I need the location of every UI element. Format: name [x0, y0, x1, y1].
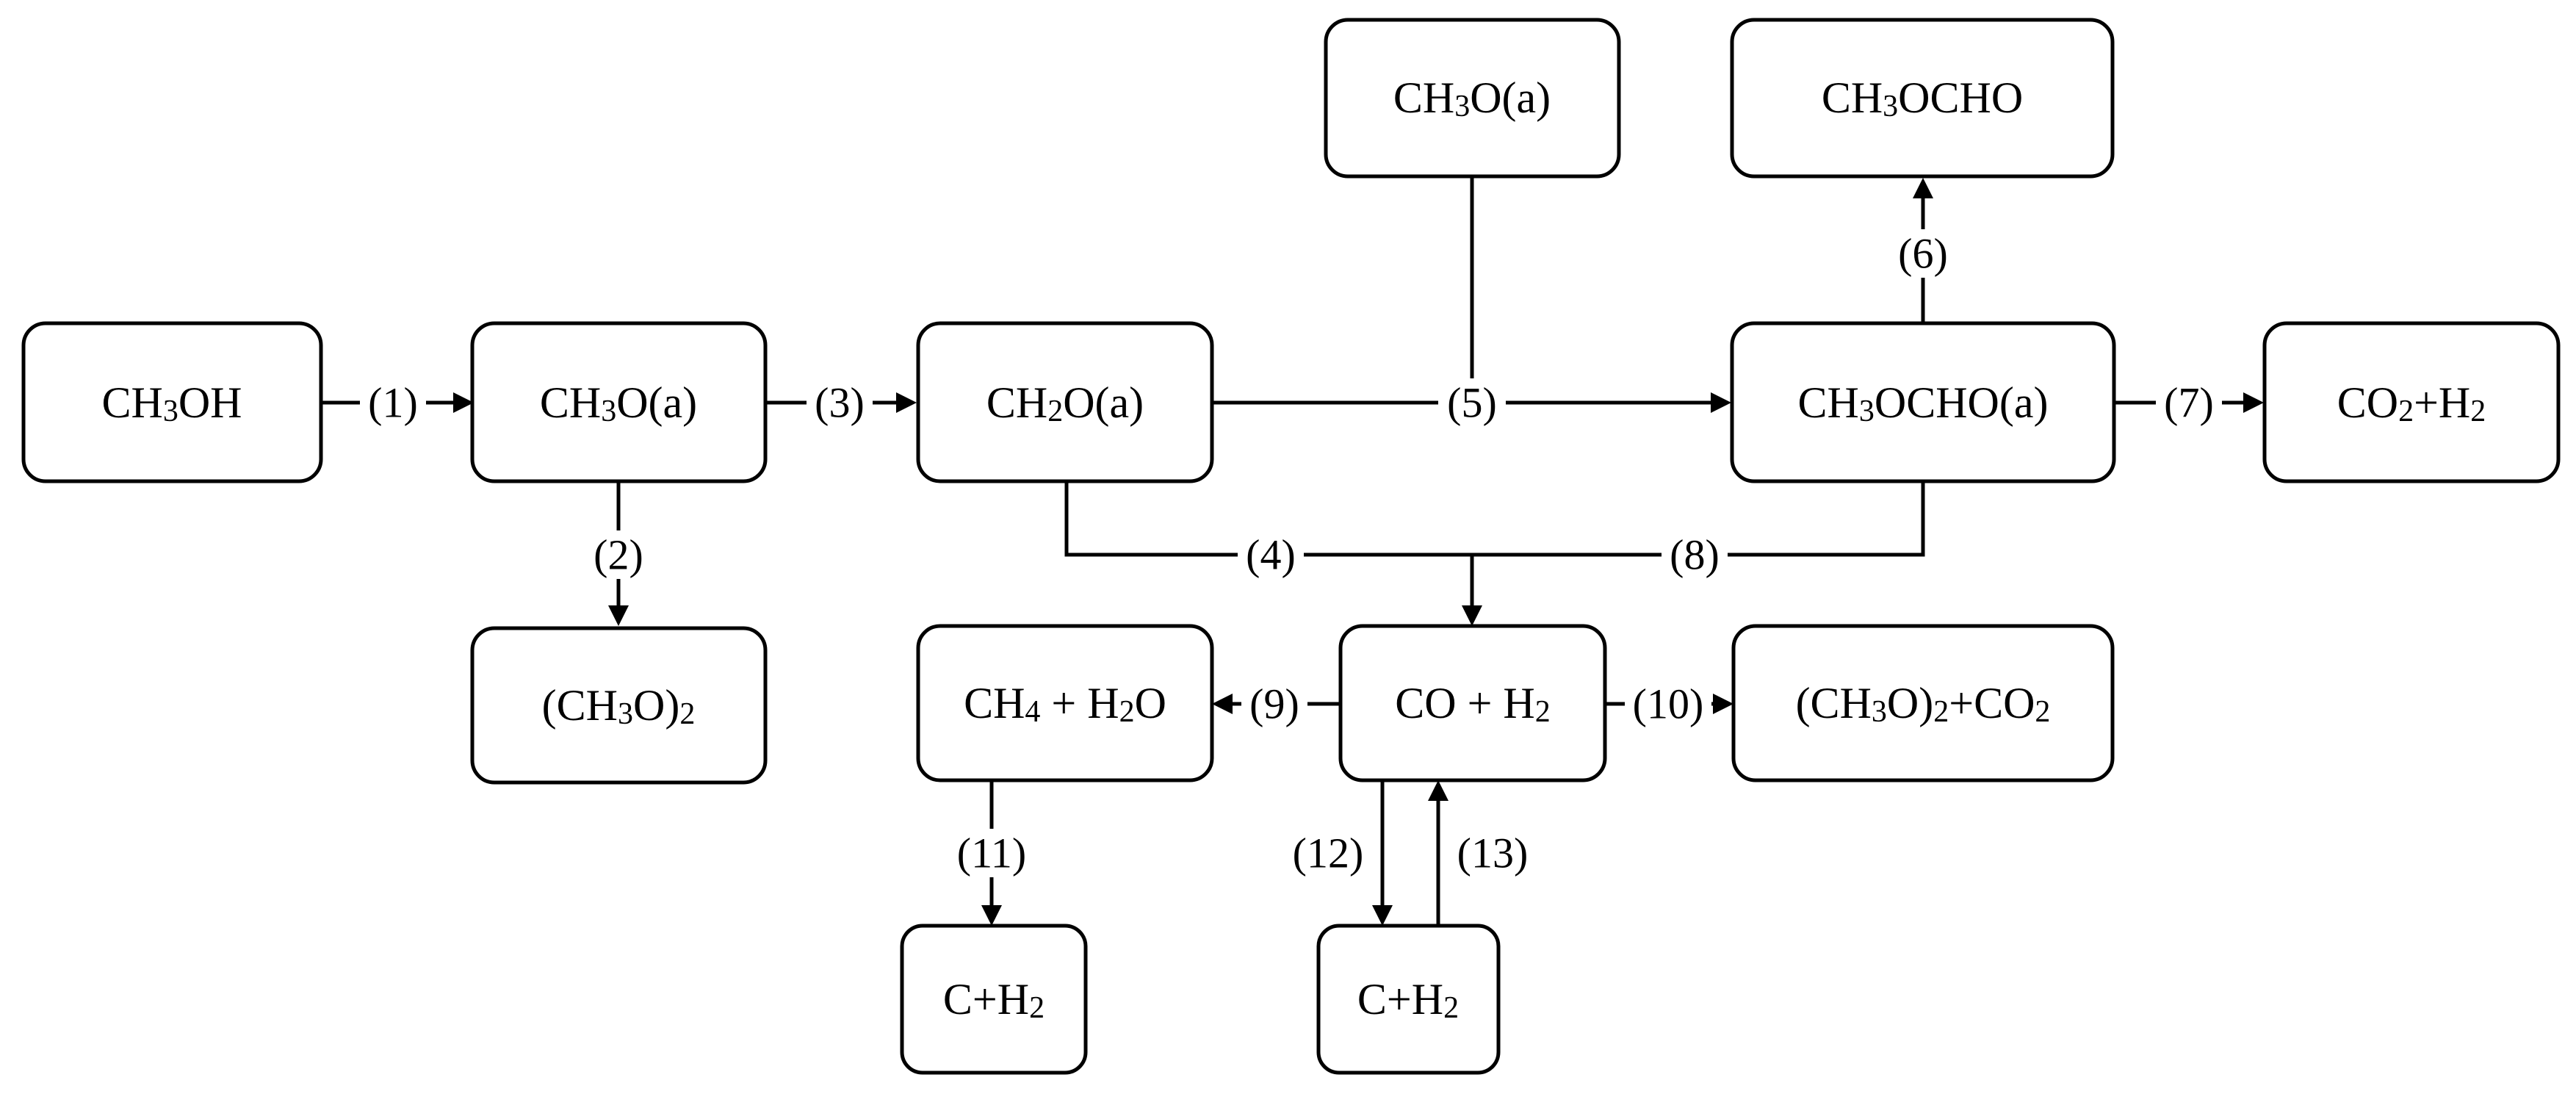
node-ch3ocho: CH3OCHO [1822, 73, 2023, 123]
node-box-co-h2 [1338, 624, 1607, 782]
arrowhead-2 [608, 605, 629, 626]
node-ch2o-a: CH2O(a) [986, 378, 1144, 428]
step-label-5: (5) [1447, 379, 1497, 427]
edge-4 [1064, 481, 1472, 557]
node-box-ch2o-a [916, 321, 1214, 483]
node-box-ch3oh [21, 321, 323, 483]
step-label-4: (4) [1246, 531, 1296, 579]
node-box-ch3ocho [1730, 18, 2115, 179]
arrowhead-4-8 [1462, 605, 1482, 626]
node-ch3o-a-2: CH3O(a) [1393, 73, 1551, 123]
node-box-ch3o-a-1 [470, 321, 768, 483]
step-label-11: (11) [957, 830, 1026, 877]
step-label-10: (10) [1633, 680, 1704, 728]
node-box-ch3o2 [470, 626, 768, 785]
arrowhead-7 [2243, 392, 2264, 413]
nodes: CH3OH CH3O(a) (CH3O)2 CH2O(a) CH3O(a) CH… [21, 18, 2561, 1075]
step-label-9: (9) [1249, 680, 1299, 728]
step-label-13: (13) [1457, 830, 1529, 877]
arrowhead-6 [1913, 178, 1933, 198]
node-box-c-h2-2 [1316, 924, 1501, 1075]
node-box-ch4-h2o [916, 624, 1214, 782]
node-co2-h2: CO2+H2 [2337, 378, 2486, 428]
edge-8 [1472, 481, 1925, 557]
node-ch3o-a-1: CH3O(a) [540, 378, 697, 428]
node-ch3o2: (CH3O)2 [542, 681, 696, 731]
node-c-h2-2: C+H2 [1357, 975, 1459, 1025]
arrowhead-11 [981, 905, 1002, 926]
arrowhead-5 [1711, 392, 1731, 413]
node-ch3ocho-a: CH3OCHO(a) [1798, 378, 2049, 428]
node-co-h2: CO + H2 [1395, 679, 1551, 729]
node-ch3o2-co2: (CH3O)2+CO2 [1796, 679, 2051, 729]
arrowhead-13 [1428, 780, 1448, 801]
step-labels: (1) (2) (3) (4) (5) (6) (7) (8) (9) (10)… [360, 229, 2222, 877]
step-label-8: (8) [1670, 531, 1720, 579]
node-box-ch3o2-co2 [1731, 624, 2115, 782]
arrowhead-9 [1212, 694, 1233, 714]
node-ch4-h2o: CH4 + H2O [964, 679, 1166, 729]
node-box-co2-h2 [2262, 321, 2561, 483]
step-label-2: (2) [594, 531, 643, 579]
step-label-7: (7) [2164, 379, 2214, 427]
step-label-6: (6) [1898, 230, 1948, 278]
step-label-12: (12) [1293, 830, 1364, 877]
arrowhead-12 [1372, 905, 1393, 926]
step-label-1: (1) [368, 379, 418, 427]
arrowhead-1 [453, 392, 474, 413]
step-label-3: (3) [815, 379, 865, 427]
node-c-h2-1: C+H2 [943, 975, 1045, 1025]
arrowhead-3 [896, 392, 917, 413]
node-box-ch3o-a-2 [1324, 18, 1621, 179]
node-box-c-h2-1 [900, 924, 1088, 1075]
arrowhead-10 [1713, 694, 1733, 714]
node-ch3oh: CH3OH [101, 378, 242, 428]
node-box-ch3ocho-a [1730, 321, 2116, 483]
